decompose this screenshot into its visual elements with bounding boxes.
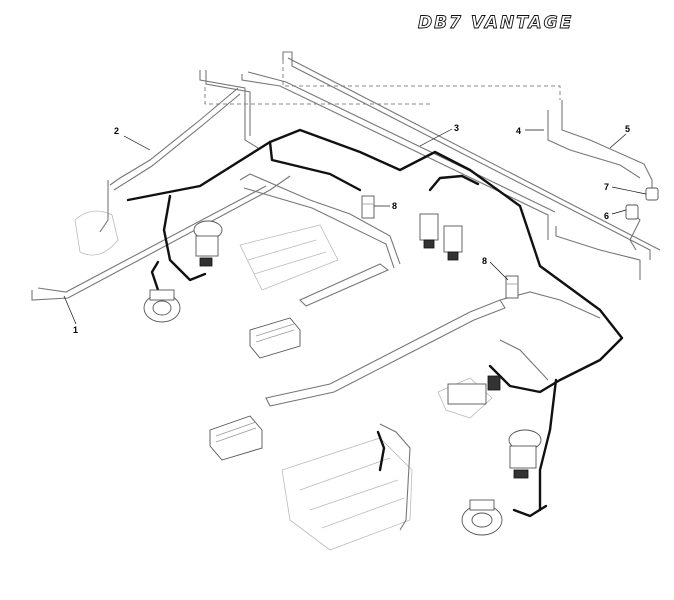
rail-left-b [205,70,251,136]
reference-lines [204,60,561,105]
callout-2: 2 [114,126,119,136]
callout-8a: 8 [392,201,397,211]
callout-4: 4 [516,126,521,136]
leader-8b [489,261,509,281]
pipe-part-2-a [109,87,239,186]
harness-branch-valve [150,260,162,298]
solenoid-block-lower-left [447,375,501,405]
vacuum-canister-upper [249,317,301,359]
pipe-center-a [239,173,401,265]
pipe-lower-long [265,299,506,407]
egr-valve-upper [143,289,181,323]
leader-6 [611,209,627,215]
callout-8b: 8 [482,256,487,266]
vacuum-canister-lower [209,415,263,461]
egr-valve-lower [461,499,503,536]
ghost-manifold-upper [239,224,339,291]
solenoid-center-b [443,225,463,261]
harness-branch-lower [538,378,558,512]
callout-7: 7 [604,182,609,192]
pipe-part-2-drop [99,180,109,233]
connector-6 [625,204,639,220]
main-rail-top-b [287,57,661,251]
brand-logo: DB7 VANTAGE [418,13,573,34]
callout-labels: 1 2 3 4 5 6 7 8 8 [73,123,630,335]
dashed-reference-2 [204,87,430,105]
leader-lines [63,128,647,325]
rail-mid-a [241,74,549,240]
rail-pipes [31,51,661,531]
pipe-center-b [243,187,395,269]
pipe-lower-vertical [379,423,411,531]
leader-7 [611,186,647,195]
callout-3: 3 [454,123,459,133]
solenoid-center-a [419,213,439,249]
brand-logo-text: DB7 VANTAGE [418,13,573,33]
pipe-part-4 [547,110,641,179]
inline-filter-8a [361,195,375,219]
harness-main [126,128,624,394]
leader-2 [123,135,151,151]
harness-lower-loop [512,504,548,518]
ghost-manifold-lower [281,437,413,551]
harness-branch-center [268,140,362,192]
callout-5: 5 [625,124,630,134]
components [143,187,659,536]
pipe-lower-right-b [499,339,549,381]
pipe-right-drop [555,226,641,280]
leader-5 [609,133,627,149]
pipe-mid-short [299,263,390,307]
harness-branch-left [162,194,207,282]
leader-1 [63,295,77,325]
rail-left-a [199,70,259,149]
ghost-part-left [74,210,119,256]
callout-1: 1 [73,325,78,335]
solenoid-lower-right [508,429,542,479]
harness-lower-left [376,430,386,472]
main-rail-top-a [282,51,651,260]
harness-branch-solenoid [428,174,480,192]
ghost-bracket [437,377,493,419]
inline-filter-8b [505,275,519,299]
pipe-part-2-b [113,93,241,191]
solenoid-upper-left [193,220,223,267]
dashed-reference-1 [282,60,561,100]
engine-ghost-components [74,210,493,551]
pipe-part-1-b [37,185,267,293]
pipe-part-5 [561,100,653,200]
leader-3 [419,128,453,147]
connector-7 [645,187,659,201]
hose-harness [126,128,624,518]
callout-6: 6 [604,211,609,221]
